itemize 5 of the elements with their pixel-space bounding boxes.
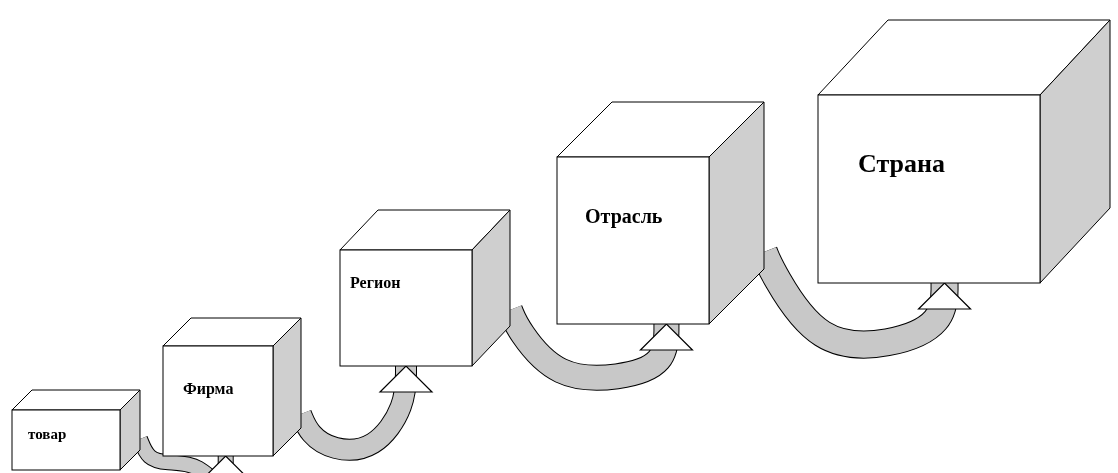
cube-label: Страна [858,150,945,179]
cube-label: товар [28,426,67,443]
cube-label: Отрасль [585,205,663,227]
cube-label: Фирма [183,380,234,398]
cube-label: Регион [350,274,401,292]
